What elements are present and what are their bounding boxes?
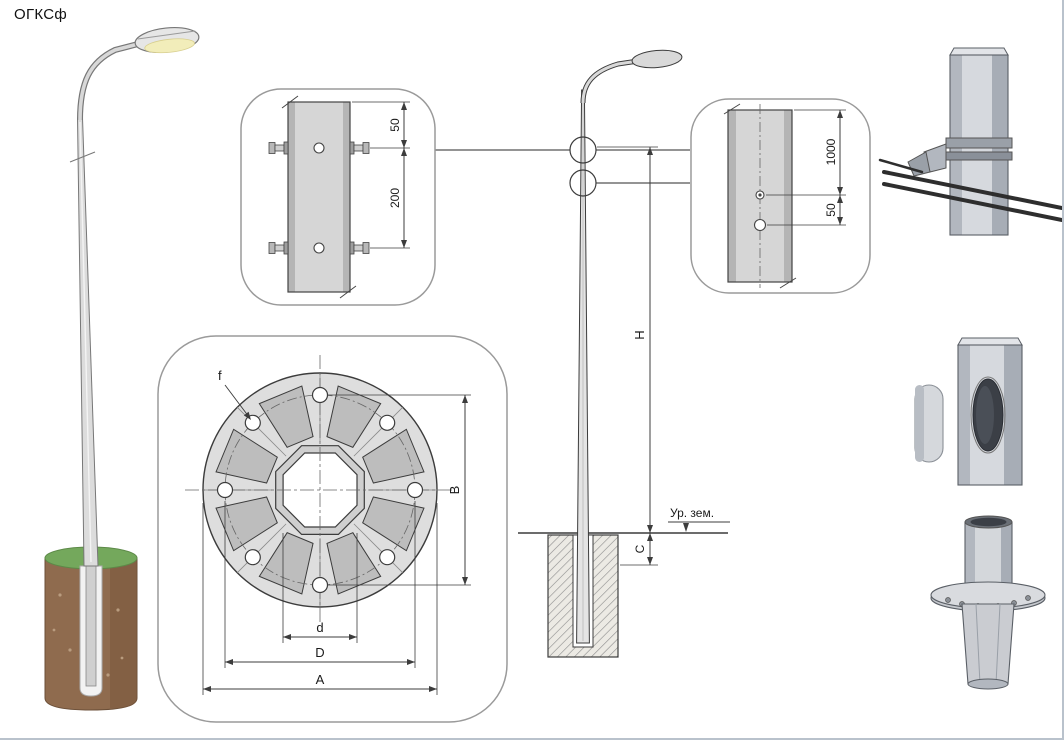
dim-a-lines	[202, 503, 438, 695]
dim-1000-label: 1000	[824, 138, 838, 165]
base-shoe-3d-render	[930, 515, 1046, 690]
detail-callout-top: 50 200	[240, 88, 436, 306]
access-door-3d-render	[914, 337, 1023, 486]
dim-200-label: 200	[388, 188, 402, 208]
dimension-arrows	[837, 110, 843, 225]
dim-c-label: C	[633, 544, 647, 553]
ground-level-arrow	[683, 523, 689, 532]
hole-label-f: f	[218, 368, 222, 383]
dim-d-lines	[282, 533, 358, 643]
dim-a-arrows	[203, 686, 437, 692]
bolt-right	[349, 241, 370, 255]
dim-c-arrows	[647, 533, 653, 565]
detail-marker-circle-1	[569, 136, 597, 164]
dim-50-label: 50	[824, 203, 838, 217]
suspension-clamp	[907, 137, 1013, 177]
dimension-lines	[766, 109, 846, 226]
dim-D-lines	[224, 501, 416, 668]
dim-b-lines	[328, 394, 471, 586]
pole-arm-3d	[77, 41, 139, 121]
pole-3d-render	[44, 27, 200, 711]
dim-D-label: D	[315, 645, 324, 660]
dim-D-arrows	[225, 659, 415, 665]
pole-elevation: Ур. зем. H C	[518, 49, 730, 658]
flange-callout: f B d D	[157, 335, 508, 723]
bolt-right	[349, 141, 370, 155]
dim-d-label: d	[316, 620, 323, 635]
gusset-ribs	[215, 385, 425, 595]
dim-50-label: 50	[388, 118, 402, 132]
lamp-glow	[144, 38, 195, 54]
cables	[878, 158, 1062, 222]
ground-level-label: Ур. зем.	[670, 506, 714, 520]
luminaire-elevation	[631, 49, 683, 69]
detail-callout-right: 1000 50	[690, 98, 871, 294]
foundation-3d	[44, 546, 138, 711]
dim-h-label: H	[632, 330, 647, 339]
pole-shaft-elevation	[576, 89, 590, 644]
shaft-section	[723, 103, 797, 289]
door-cover-plate	[914, 384, 944, 463]
pole-shaft-3d	[69, 117, 99, 567]
bracket-3d-render	[878, 47, 1062, 236]
dim-h-arrows	[647, 147, 653, 533]
dim-b-arrows	[462, 395, 468, 585]
dim-b-label: B	[447, 486, 462, 495]
pole-arm-elevation	[580, 58, 639, 104]
dim-d-arrows	[283, 634, 357, 640]
luminaire-3d	[134, 27, 200, 54]
page-title: ОГКСф	[14, 6, 68, 23]
shoe-skirt	[961, 603, 1015, 690]
dimension-arrows	[401, 102, 407, 248]
dim-a-label: A	[316, 672, 325, 687]
bolt-holes	[216, 386, 424, 594]
dim-h-lines	[597, 146, 658, 533]
bolt-left	[268, 241, 289, 255]
dimension-lines	[352, 101, 410, 249]
shaft-section	[281, 95, 357, 299]
bolt-left	[268, 141, 289, 155]
hole-diameter-leader	[224, 384, 251, 420]
access-door-opening	[970, 376, 1006, 454]
detail-marker-circle-2	[569, 169, 597, 197]
